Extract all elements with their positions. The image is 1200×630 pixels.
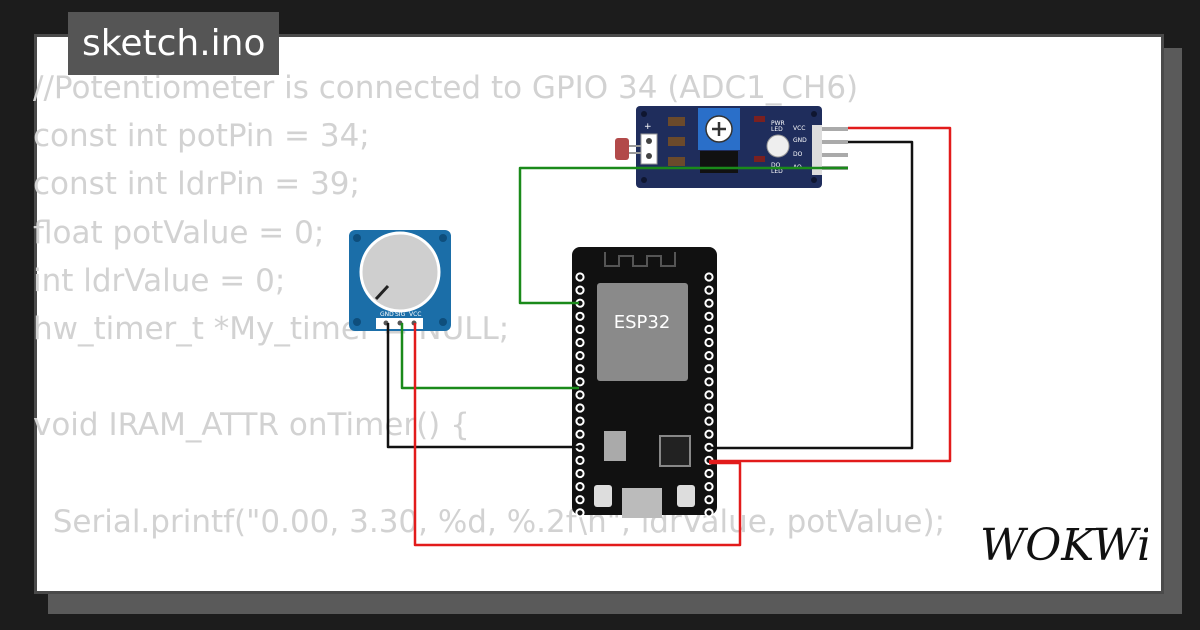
potentiometer[interactable]: GND SIG VCC xyxy=(349,230,451,331)
knob-icon[interactable] xyxy=(359,231,441,313)
esp32-pin[interactable] xyxy=(575,429,585,439)
esp32-pin[interactable] xyxy=(704,390,714,400)
esp32-board[interactable]: ESP32 xyxy=(572,247,717,518)
pwr-led-label: PWR xyxy=(771,120,785,127)
esp32-pin[interactable] xyxy=(575,377,585,387)
ldr-pin-gnd: GND xyxy=(793,137,807,144)
wire-pot-gnd[interactable] xyxy=(386,323,579,449)
pot-pin-gnd: GND xyxy=(380,311,394,318)
esp32-pin[interactable] xyxy=(704,429,714,439)
wires xyxy=(386,126,952,547)
pwr-led-sub-label: LED xyxy=(771,126,783,133)
esp32-pin[interactable] xyxy=(704,495,714,505)
code-line: const int potPin = 34; xyxy=(33,118,370,155)
ldr-plus-label: + xyxy=(644,122,652,132)
wire-ldr-ao[interactable] xyxy=(518,166,848,305)
esp32-pin[interactable] xyxy=(704,468,714,479)
enable-button[interactable] xyxy=(677,485,695,507)
esp32-pin[interactable] xyxy=(575,508,585,518)
wire-ldr-vcc[interactable] xyxy=(709,126,952,463)
esp32-pin[interactable] xyxy=(575,455,585,465)
code-line: Serial.printf("0.00, 3.30, %d, %.2f\n", … xyxy=(33,503,946,540)
wokwi-brand-text: WOKWi xyxy=(980,520,1148,570)
wokwi-logo: WOKWi xyxy=(980,520,1148,570)
esp32-pin[interactable] xyxy=(575,468,585,479)
esp32-pin[interactable] xyxy=(704,377,714,387)
esp32-pin[interactable] xyxy=(575,482,585,492)
esp32-pin[interactable] xyxy=(704,416,714,426)
pot-pin-sig: SIG xyxy=(395,311,406,318)
code-line: //Potentiometer is connected to GPIO 34 … xyxy=(33,70,859,106)
esp32-pin[interactable] xyxy=(704,351,714,361)
wire-pot-sig[interactable] xyxy=(400,323,579,390)
code-line: const int ldrPin = 39; xyxy=(33,166,360,203)
ldr-sensor-module[interactable]: + PWR LED DO LED VCC GND DO AO xyxy=(615,106,848,188)
esp32-pin[interactable] xyxy=(704,272,714,282)
esp32-pin[interactable] xyxy=(704,403,714,413)
do-led-sub-label: LED xyxy=(771,168,783,175)
esp32-pin[interactable] xyxy=(575,337,585,348)
esp32-pin[interactable] xyxy=(575,403,585,413)
esp32-pin[interactable] xyxy=(704,482,714,492)
code-line: float potValue = 0; xyxy=(33,214,325,251)
esp32-pin[interactable] xyxy=(704,508,714,518)
esp32-pin[interactable] xyxy=(704,285,714,295)
wire-pot-vcc[interactable] xyxy=(413,323,742,547)
left-pin-header xyxy=(575,272,585,518)
esp32-pin[interactable] xyxy=(575,390,585,400)
esp32-label: ESP32 xyxy=(614,312,671,333)
esp32-pin[interactable] xyxy=(575,351,585,361)
esp32-pin[interactable] xyxy=(704,364,714,374)
boot-button[interactable] xyxy=(594,485,612,507)
esp32-pin[interactable] xyxy=(704,324,714,334)
ldr-pin-do: DO xyxy=(793,151,803,158)
esp32-pin[interactable] xyxy=(575,311,585,321)
code-line: int ldrValue = 0; xyxy=(33,262,286,299)
esp32-pin[interactable] xyxy=(575,324,585,334)
esp32-chip xyxy=(597,283,688,381)
esp32-pin[interactable] xyxy=(575,416,585,426)
pot-pin-vcc: VCC xyxy=(409,311,421,318)
photoresistor-icon xyxy=(615,138,629,160)
right-pin-header xyxy=(704,272,714,518)
sketch-title: sketch.ino xyxy=(68,12,280,75)
esp32-pin[interactable] xyxy=(575,272,585,282)
usb-port-icon xyxy=(622,488,662,518)
antenna-icon xyxy=(604,252,676,267)
esp32-pin[interactable] xyxy=(704,311,714,321)
esp32-pin[interactable] xyxy=(575,285,585,295)
esp32-pin[interactable] xyxy=(704,298,714,308)
ldr-pin-vcc: VCC xyxy=(793,125,805,132)
esp32-pin[interactable] xyxy=(575,495,585,505)
esp32-pin[interactable] xyxy=(704,337,714,348)
wire-ldr-gnd[interactable] xyxy=(709,140,914,450)
do-led-label: DO xyxy=(771,162,781,169)
esp32-pin[interactable] xyxy=(575,364,585,374)
